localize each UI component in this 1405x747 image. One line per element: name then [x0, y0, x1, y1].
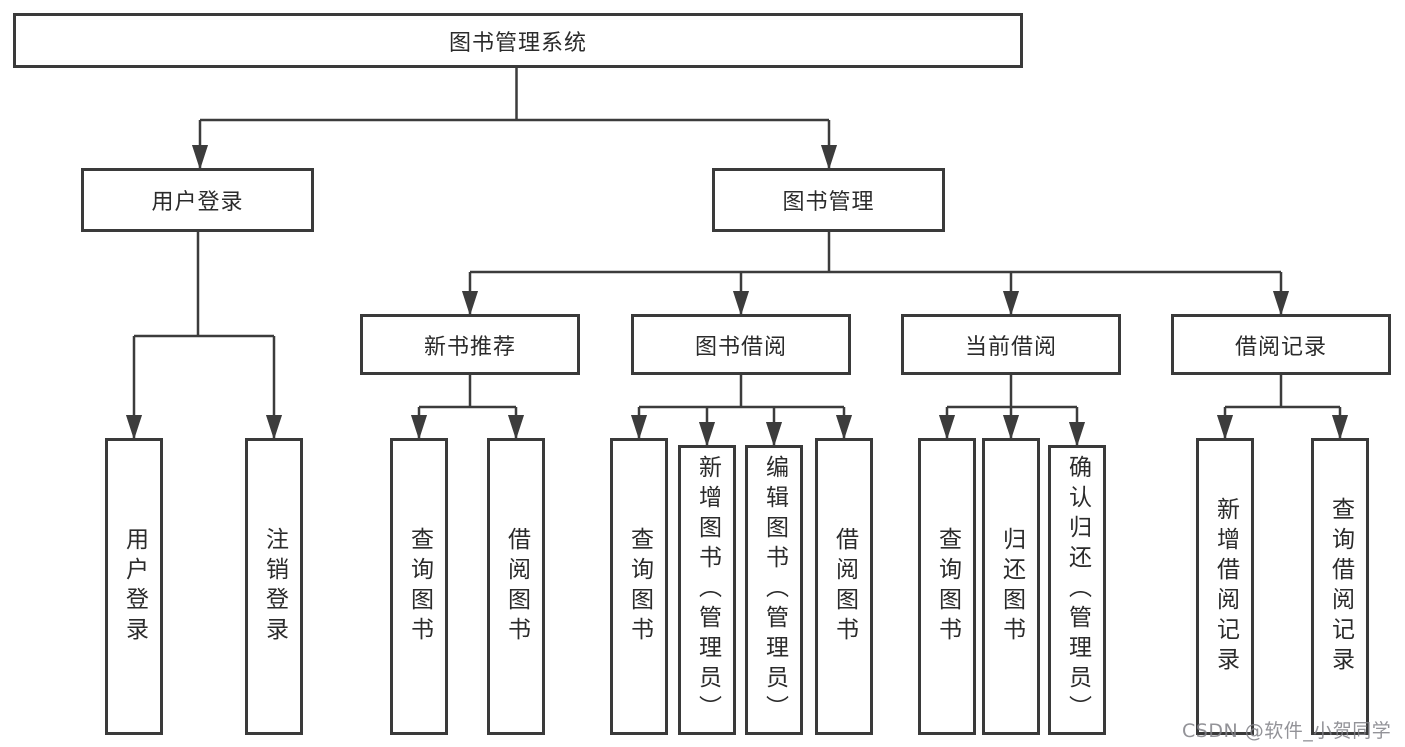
node-bb-query-books: 查询图书 [610, 438, 668, 735]
node-nbr-query-books: 查询图书 [390, 438, 448, 735]
node-new-book-recommend: 新书推荐 [360, 314, 580, 375]
node-label: 图书管理系统 [448, 30, 587, 56]
node-label: 查询图书 [934, 526, 961, 647]
node-label: 当前借阅 [964, 334, 1057, 360]
node-label: 图书借阅 [694, 334, 787, 360]
node-cb-return-books: 归还图书 [982, 438, 1040, 735]
node-label: 注销登录 [261, 526, 288, 647]
node-cb-confirm-return-admin: 确认归还（管理员） [1048, 445, 1106, 735]
node-label: 用户登录 [121, 526, 148, 647]
node-label: 确认归还（管理员） [1064, 455, 1091, 725]
node-label: 借阅图书 [831, 526, 858, 647]
node-book-borrow: 图书借阅 [631, 314, 851, 375]
watermark: CSDN @软件_小贺同学 [1182, 720, 1392, 742]
node-label: 归还图书 [998, 526, 1025, 647]
node-user-login: 用户登录 [81, 168, 314, 232]
node-label: 查询图书 [406, 526, 433, 647]
node-label: 借阅图书 [503, 526, 530, 647]
node-label: 新增图书（管理员） [694, 455, 721, 725]
node-bb-add-books-admin: 新增图书（管理员） [678, 445, 736, 735]
node-label: 查询图书 [626, 526, 653, 647]
node-label: 编辑图书（管理员） [761, 455, 788, 725]
node-bb-borrow-books: 借阅图书 [815, 438, 873, 735]
node-library-management-system: 图书管理系统 [13, 13, 1023, 68]
node-book-management: 图书管理 [712, 168, 945, 232]
node-borrow-records: 借阅记录 [1171, 314, 1391, 375]
node-nbr-borrow-books: 借阅图书 [487, 438, 545, 735]
node-bb-edit-books-admin: 编辑图书（管理员） [745, 445, 803, 735]
node-label: 借阅记录 [1234, 334, 1327, 360]
node-label: 查询借阅记录 [1327, 496, 1354, 677]
node-cb-query-books: 查询图书 [918, 438, 976, 735]
node-label: 新书推荐 [423, 334, 516, 360]
node-current-borrow: 当前借阅 [901, 314, 1121, 375]
node-br-add-record: 新增借阅记录 [1196, 438, 1254, 735]
node-br-query-record: 查询借阅记录 [1311, 438, 1369, 735]
node-label: 图书管理 [782, 190, 875, 215]
node-label: 用户登录 [151, 190, 244, 215]
node-leaf-logout: 注销登录 [245, 438, 303, 735]
node-leaf-user-login: 用户登录 [105, 438, 163, 735]
node-label: 新增借阅记录 [1212, 496, 1239, 677]
